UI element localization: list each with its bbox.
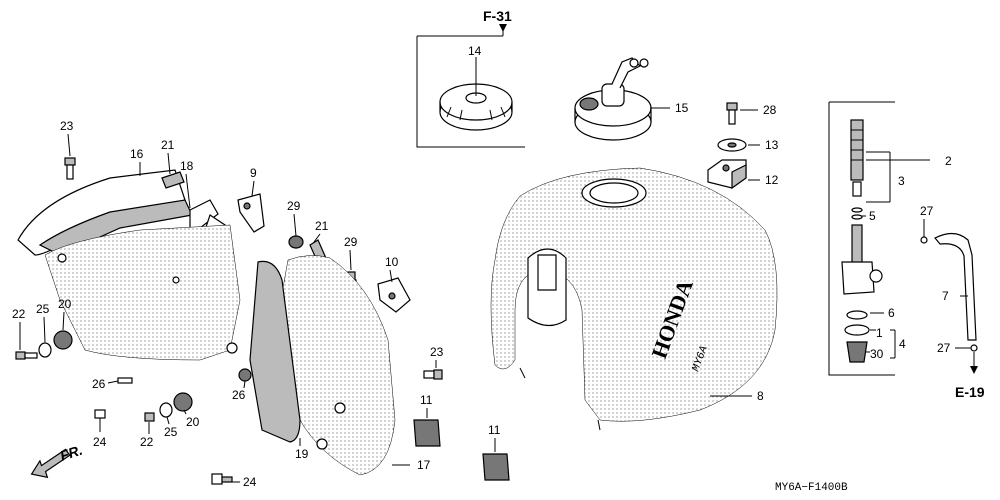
diagram-code: MY6A−F1400B [775,482,848,494]
bolt-22-left [15,351,38,360]
ref-f31-label[interactable]: F-31 [483,8,512,24]
callout-27-upper[interactable]: 27 [920,204,934,218]
callout-24-right[interactable]: 24 [243,475,257,489]
clip-27-upper [920,236,928,244]
callout-7[interactable]: 7 [942,289,949,303]
callout-25-right[interactable]: 25 [164,425,178,439]
inner-panel [44,224,241,361]
leader-20-left [62,311,65,331]
callout-17[interactable]: 17 [417,458,431,472]
callout-21-left[interactable]: 21 [161,138,175,152]
bolt-28 [726,102,738,125]
callout-22-right[interactable]: 22 [140,435,154,449]
screw-24-right [211,473,233,485]
leader-23-left [67,133,71,157]
bolt-29-left [288,235,304,249]
callout-11-left[interactable]: 11 [420,393,433,407]
callout-29-right[interactable]: 29 [344,235,358,249]
leader-10 [389,269,393,283]
callout-26-right[interactable]: 26 [232,388,246,402]
callout-13[interactable]: 13 [765,138,779,152]
screw-26-right [238,368,252,382]
side-panel-19 [249,260,301,443]
leader-25-right [166,416,170,425]
side-cover-17 [269,255,396,476]
callout-26-left[interactable]: 26 [92,377,106,391]
callout-1[interactable]: 1 [876,326,883,340]
callout-14[interactable]: 14 [468,44,482,58]
callout-11-right[interactable]: 11 [488,423,501,437]
callout-20-left[interactable]: 20 [58,297,72,311]
callout-5[interactable]: 5 [869,209,876,223]
screw-26-left [117,377,133,384]
callout-20-right[interactable]: 20 [186,415,200,429]
fuel-tube-7 [934,232,977,341]
fuel-valve-assembly [841,119,883,363]
leader-26-left [107,380,119,384]
leader-18 [185,173,191,209]
callout-22-left[interactable]: 22 [12,307,26,321]
screw-24-left [94,409,106,419]
leader-20-right [183,409,187,415]
callout-28[interactable]: 28 [763,103,777,117]
grommet-11-left [413,419,441,447]
callout-16[interactable]: 16 [130,147,144,161]
stay-10 [377,277,411,313]
leader-9 [251,180,255,197]
front-direction-arrow [30,448,71,479]
clip-27-lower [970,344,978,352]
callout-3[interactable]: 3 [898,174,905,188]
callout-6[interactable]: 6 [888,306,895,320]
callout-2[interactable]: 2 [945,154,952,168]
tab-21-left [161,171,185,189]
leader-25-left [43,316,46,343]
leader-29-left [293,213,297,237]
bolt-23-left [64,157,76,180]
locking-cap-15 [574,57,652,141]
callout-12[interactable]: 12 [765,173,779,187]
callout-18[interactable]: 18 [180,159,194,173]
front-label: FR. [58,442,84,464]
callout-10[interactable]: 10 [385,255,399,269]
fuel-cap-inset: F-31 14 15 [416,8,689,148]
grommet-11-right [482,453,510,481]
stay-9 [237,193,265,233]
washer-13 [717,138,747,152]
callout-4[interactable]: 4 [899,337,906,351]
leader-26-right [243,380,246,389]
bolt-22-right [144,412,155,422]
grommet-20-right [173,392,193,412]
shroud-16 [17,169,193,256]
callout-15[interactable]: 15 [675,101,689,115]
bolt-23-right [423,369,443,380]
leader-29-right [349,249,352,271]
leader-21-left [167,152,171,175]
bracket-12 [707,159,747,190]
callout-29-left[interactable]: 29 [287,199,301,213]
callout-19[interactable]: 19 [295,447,309,461]
grommet-20-left [53,330,73,350]
callout-27-lower[interactable]: 27 [937,341,951,355]
collar-25-left [38,342,52,358]
callout-25-left[interactable]: 25 [36,302,50,316]
callout-23-left[interactable]: 23 [60,119,74,133]
callout-24-left[interactable]: 24 [93,435,107,449]
inset-bracket [416,36,525,148]
callout-30[interactable]: 30 [870,347,884,361]
ref-e19-label[interactable]: E-19 [955,384,985,400]
callout-21-right[interactable]: 21 [315,219,329,233]
callout-23-right[interactable]: 23 [430,345,444,359]
collar-25-right [159,402,173,418]
callout-9[interactable]: 9 [250,166,257,180]
fuel-cap-14 [439,83,513,131]
callout-8[interactable]: 8 [757,389,764,403]
valve-bracket [828,102,895,376]
leader-21-right [313,233,321,243]
fuel-tank-8: HONDA MY6A [490,167,778,431]
